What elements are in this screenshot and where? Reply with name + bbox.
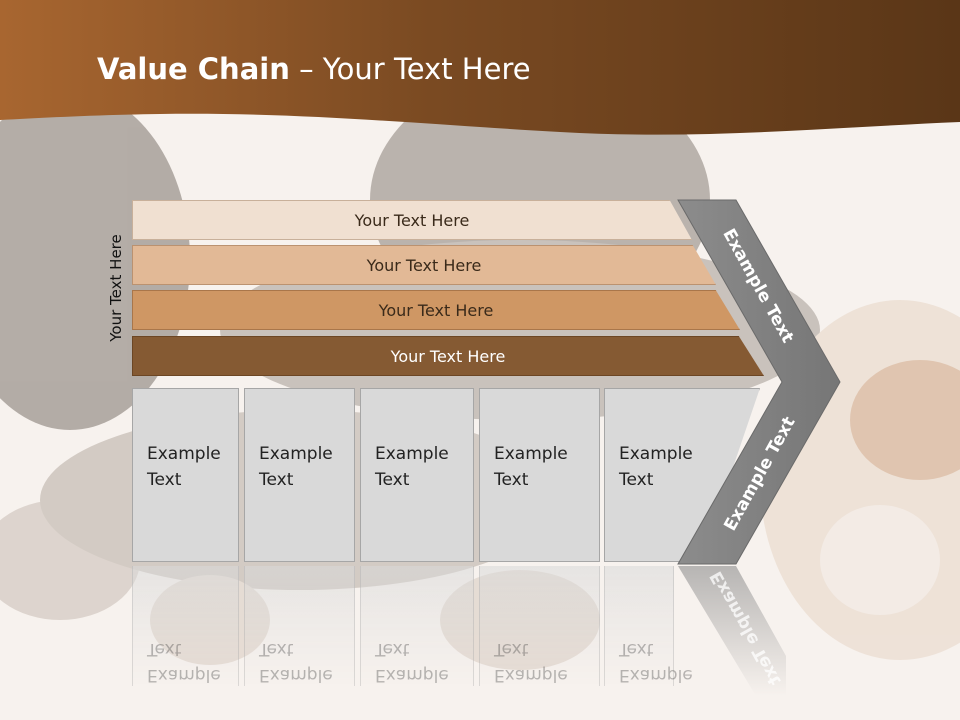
activity-box-5-line2: Text: [619, 470, 654, 490]
activity-box-2-line1: Example: [259, 444, 333, 464]
activity-box-3-line1: Example: [375, 444, 449, 464]
activity-box-3-line2: Text: [375, 470, 410, 490]
support-bar-2: Your Text Here: [132, 245, 716, 285]
support-bar-3: Your Text Here: [132, 290, 740, 330]
activity-box-3: Example Text: [360, 388, 474, 562]
activity-box-1-line2: Text: [147, 470, 182, 490]
title-bold: Value Chain: [97, 52, 290, 86]
support-bar-2-label: Your Text Here: [366, 255, 482, 275]
activity-box-1-line1: Example: [147, 444, 221, 464]
support-bar-1-label: Your Text Here: [354, 210, 470, 230]
side-label-text: Your Text Here: [107, 234, 125, 342]
activity-box-2: Example Text: [244, 388, 355, 562]
page-title: Value Chain – Your Text Here: [97, 52, 531, 86]
activity-box-1: Example Text: [132, 388, 239, 562]
margin-chevron-reflection: [678, 566, 786, 696]
margin-chevron: [677, 199, 841, 565]
activity-box-2-line2: Text: [259, 470, 294, 490]
support-bar-1: Your Text Here: [132, 200, 692, 240]
header-band: [0, 0, 960, 135]
support-bar-3-label: Your Text Here: [378, 300, 494, 320]
activity-box-4: Example Text: [479, 388, 600, 562]
support-bar-4: Your Text Here: [132, 336, 764, 376]
activity-box-5-line1: Example: [619, 444, 693, 464]
activity-box-4-line1: Example: [494, 444, 568, 464]
activity-box-4-line2: Text: [494, 470, 529, 490]
support-bar-4-label: Your Text Here: [390, 346, 506, 366]
title-rest: – Your Text Here: [289, 52, 531, 86]
